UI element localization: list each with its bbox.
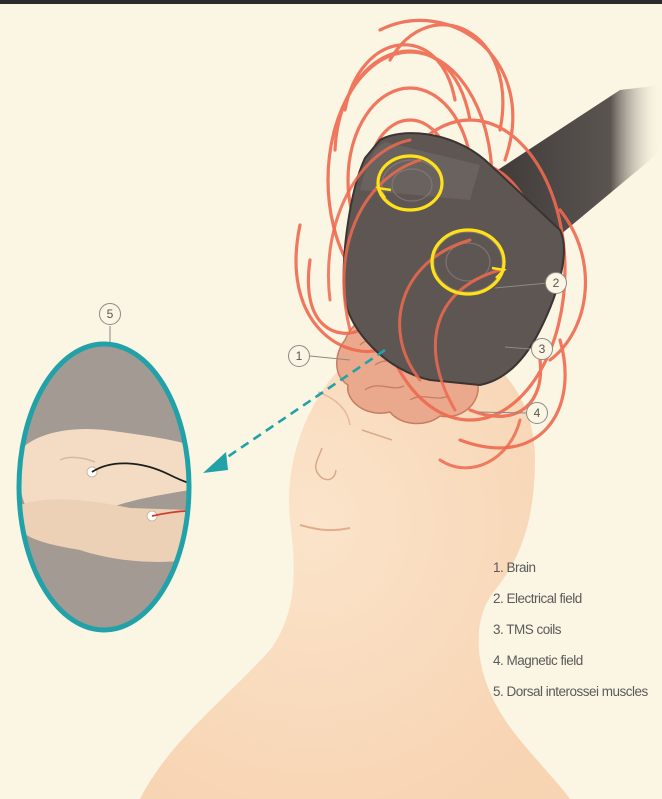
callout-5: 5 — [99, 303, 121, 325]
callout-2: 2 — [545, 272, 567, 294]
legend-item-electrical-field: 2. Electrical field — [493, 589, 648, 620]
callout-1: 1 — [288, 345, 310, 367]
legend: 1. Brain 2. Electrical field 3. TMS coil… — [493, 558, 648, 713]
callout-3: 3 — [531, 338, 553, 360]
legend-item-brain: 1. Brain — [493, 558, 648, 589]
legend-item-tms-coils: 3. TMS coils — [493, 620, 648, 651]
legend-item-dorsal-interossei: 5. Dorsal interossei muscles — [493, 682, 648, 713]
callout-4: 4 — [526, 402, 548, 424]
legend-item-magnetic-field: 4. Magnetic field — [493, 651, 648, 682]
muscle-inset — [19, 344, 200, 630]
